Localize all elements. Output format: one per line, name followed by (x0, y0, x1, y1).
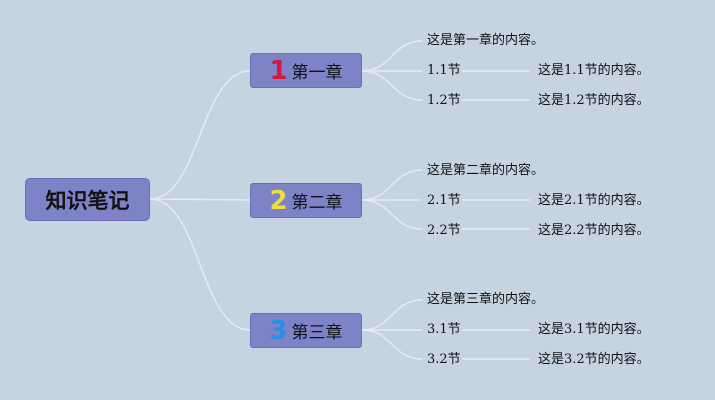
chapter-node-3[interactable]: 3 第三章 (250, 313, 362, 348)
section-content[interactable]: 这是2.1节的内容。 (538, 193, 650, 208)
chapter-leaf-link (361, 299, 423, 331)
chapter-leaf-link (361, 169, 423, 201)
chapter-node-2[interactable]: 2 第二章 (250, 183, 362, 218)
section-content[interactable]: 这是3.1节的内容。 (538, 322, 650, 337)
section-content[interactable]: 这是3.2节的内容。 (538, 352, 650, 367)
chapter-leaf-link (361, 70, 423, 101)
section-label[interactable]: 1.2节 (427, 93, 461, 108)
chapter-label: 第三章 (291, 323, 343, 343)
root-node[interactable]: 知识笔记 (25, 178, 150, 221)
chapter-leaf-link (361, 40, 423, 72)
chapter-number-icon: 1 (269, 55, 288, 86)
section-label[interactable]: 3.2节 (427, 352, 461, 367)
chapter-label: 第一章 (291, 63, 343, 83)
chapter-number-icon: 3 (269, 315, 288, 346)
chapter-node-1[interactable]: 1 第一章 (250, 53, 362, 88)
section-label[interactable]: 2.2节 (427, 223, 461, 238)
section-content[interactable]: 这是2.2节的内容。 (538, 223, 650, 238)
chapter-leaf-link (361, 199, 423, 230)
root-chapter-link (149, 70, 251, 200)
root-chapter-link (149, 198, 251, 201)
chapter-summary[interactable]: 这是第一章的内容。 (427, 33, 545, 48)
section-content[interactable]: 这是1.1节的内容。 (538, 63, 650, 78)
section-label[interactable]: 3.1节 (427, 322, 461, 337)
section-label[interactable]: 1.1节 (427, 63, 461, 78)
root-label: 知识笔记 (45, 188, 130, 213)
chapter-leaf-link (361, 329, 423, 360)
root-chapter-link (149, 198, 251, 331)
section-label[interactable]: 2.1节 (427, 193, 461, 208)
section-content[interactable]: 这是1.2节的内容。 (538, 93, 650, 108)
chapter-summary[interactable]: 这是第二章的内容。 (427, 163, 545, 178)
chapter-summary[interactable]: 这是第三章的内容。 (427, 292, 545, 307)
chapter-number-icon: 2 (269, 185, 288, 216)
chapter-label: 第二章 (291, 193, 343, 213)
